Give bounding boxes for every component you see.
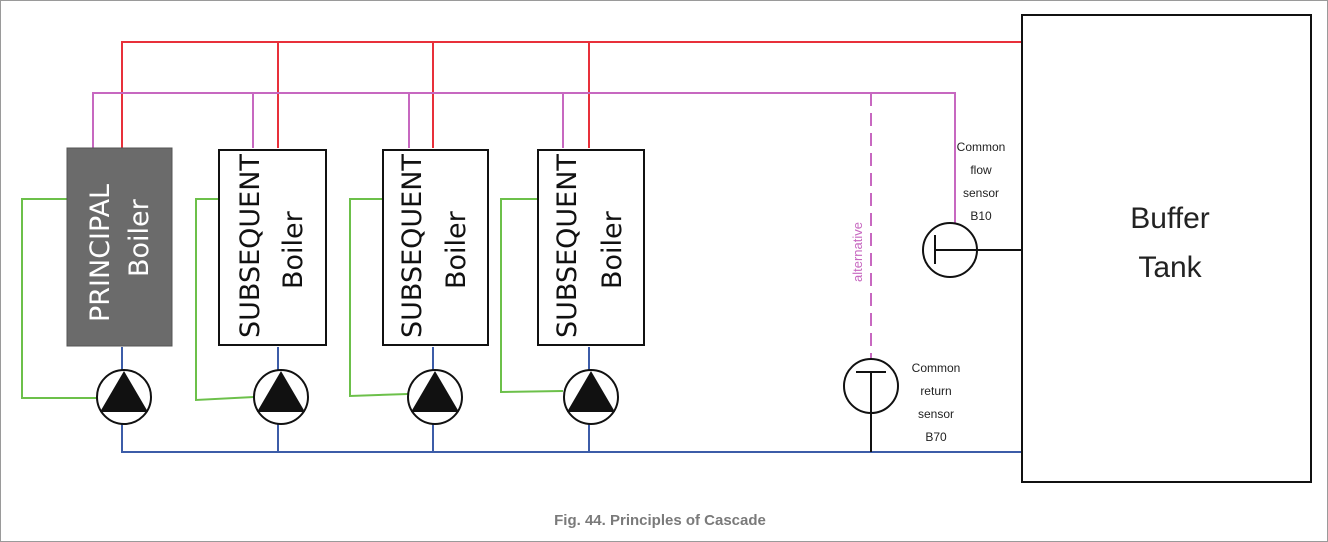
- figure-caption: Fig. 44. Principles of Cascade: [554, 512, 766, 529]
- pump-icon: [563, 369, 619, 425]
- flow-sensor-b10: Common flow sensor B10: [922, 140, 1022, 278]
- alternative-label: alternative: [850, 222, 865, 282]
- return-sensor-b70: Common return sensor B70: [843, 358, 961, 452]
- return-sensor-label-4: B70: [925, 430, 947, 444]
- pump-icon: [253, 369, 309, 425]
- return-sensor-label-2: return: [920, 384, 951, 398]
- return-sensor-label-3: sensor: [918, 407, 954, 421]
- buffer-tank-label-2: Tank: [1138, 251, 1202, 284]
- buffer-tank-label-1: Buffer: [1130, 202, 1210, 235]
- flow-pipes: [121, 41, 1022, 148]
- boiler-subsequent-1: SUBSEQUENT Boiler: [218, 149, 327, 346]
- boiler-subsequent-3: SUBSEQUENT Boiler: [537, 149, 645, 346]
- flow-sensor-label-2: flow: [970, 163, 992, 177]
- boiler-subsequent-3-label-1: SUBSEQUENT: [552, 154, 583, 338]
- boiler-subsequent-2: SUBSEQUENT Boiler: [382, 149, 489, 346]
- signal-lines: [92, 92, 956, 360]
- boiler-subsequent-2-label-2: Boiler: [441, 210, 472, 289]
- bypass-pipes: [21, 198, 564, 402]
- flow-sensor-label-1: Common: [957, 140, 1006, 154]
- boiler-subsequent-2-label-1: SUBSEQUENT: [397, 154, 428, 338]
- buffer-tank: Buffer Tank: [1021, 14, 1312, 483]
- boiler-principal: PRINCIPAL Boiler: [66, 147, 173, 347]
- boiler-subsequent-3-label-2: Boiler: [597, 210, 628, 289]
- pump-icon: [407, 369, 463, 425]
- boiler-subsequent-1-label-2: Boiler: [278, 210, 309, 289]
- flow-sensor-label-3: sensor: [963, 186, 999, 200]
- flow-sensor-label-4: B10: [970, 209, 992, 223]
- boiler-principal-label-2: Boiler: [124, 198, 155, 277]
- boiler-subsequent-1-label-1: SUBSEQUENT: [235, 154, 266, 338]
- return-sensor-label-1: Common: [912, 361, 961, 375]
- pump-icon: [96, 369, 152, 425]
- boiler-principal-label-1: PRINCIPAL: [85, 184, 116, 322]
